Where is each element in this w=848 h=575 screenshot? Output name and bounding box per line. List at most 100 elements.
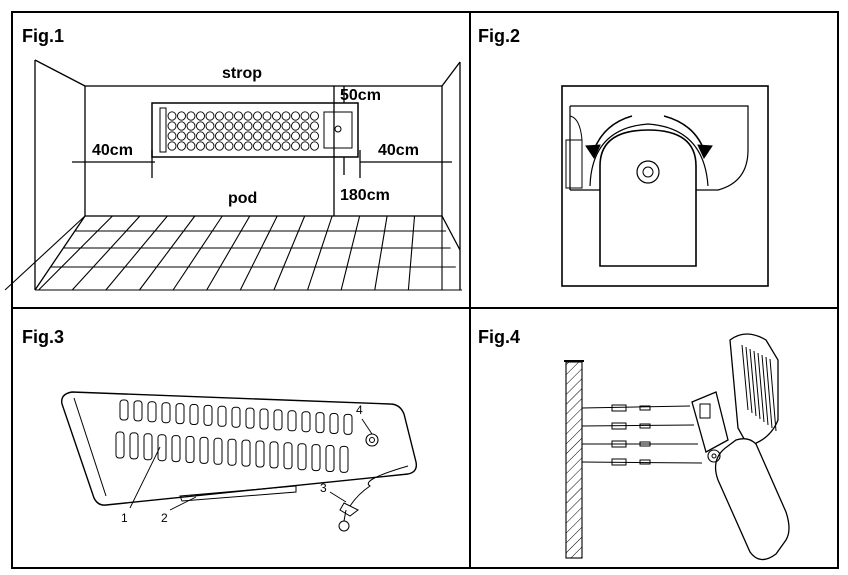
heater-grill-coil <box>243 141 253 151</box>
panel-borders <box>11 11 839 569</box>
heater-grill-coil <box>281 131 291 141</box>
fig1-room <box>34 59 461 291</box>
heater-grill-coil <box>262 121 272 131</box>
screw-head <box>639 405 651 411</box>
fig1-title: Fig.1 <box>22 26 64 46</box>
heater-slot-lower <box>241 439 251 467</box>
fig1-dim-left: 40cm <box>92 142 133 159</box>
heater-slot-upper <box>287 410 297 432</box>
fig1-floor-label: pod <box>228 190 257 207</box>
fig2-title: Fig.2 <box>478 26 520 46</box>
floor-tile-line <box>374 215 388 291</box>
heater-slot-upper <box>259 408 269 430</box>
heater-grill-coil <box>196 121 205 131</box>
heater-grill-coil <box>205 131 215 141</box>
fig4-wall-mounting <box>564 333 790 561</box>
heater-slot-lower <box>171 435 181 463</box>
heater-grill-coil <box>167 141 177 151</box>
heater-fin <box>741 344 749 411</box>
fig1-dim-right: 40cm <box>378 142 419 159</box>
fig3-callout-2: 2 <box>161 511 168 525</box>
heater-grill-coil <box>186 121 196 131</box>
heater-grill-coil <box>215 141 224 151</box>
heater-grill-coil <box>215 111 224 121</box>
heater-slot-upper <box>273 409 283 431</box>
heater-slot-upper <box>147 401 157 423</box>
heater-grill-coil <box>262 111 272 121</box>
heater-grill-coil <box>281 141 291 151</box>
heater-grill-coil <box>281 111 291 121</box>
heater-grill-coil <box>272 141 281 151</box>
heater-grill-coil <box>253 111 262 121</box>
floor-tile-line <box>172 215 223 291</box>
fig2-bracket-rotation <box>561 85 769 287</box>
heater-grill-coil <box>234 111 243 121</box>
heater-fin <box>753 350 761 420</box>
heater-grill-coil <box>234 121 243 131</box>
heater-grill-coil <box>300 141 310 151</box>
heater-fin <box>745 346 753 414</box>
heater-grill-coil <box>224 121 234 131</box>
heater-grill-coil <box>177 141 186 151</box>
fig1-dim-height: 180cm <box>340 187 390 204</box>
heater-grill-coil <box>253 131 262 141</box>
heater-grill-coil <box>177 131 186 141</box>
heater-grill-coil <box>310 141 319 151</box>
floor-tile-line <box>105 215 168 291</box>
heater-slot-lower <box>339 445 349 473</box>
heater-grill-coil <box>177 111 186 121</box>
heater-grill-coil <box>205 111 215 121</box>
heater-slot-upper <box>231 406 241 428</box>
wall-plug <box>611 458 627 466</box>
heater-slot-upper <box>175 403 185 425</box>
heater-slot-lower <box>157 434 167 462</box>
heater-grill-coil <box>186 131 196 141</box>
heater-slot-lower <box>185 436 195 463</box>
heater-grill-coil <box>291 111 300 121</box>
heater-grill-coil <box>300 111 310 121</box>
heater-grill-coil <box>272 121 281 131</box>
heater-grill-coil <box>186 141 196 151</box>
fig3-title: Fig.3 <box>22 327 64 347</box>
heater-grill-coil <box>253 121 262 131</box>
fig1-heater <box>151 102 359 158</box>
heater-slot-lower <box>115 431 125 459</box>
heater-slot-upper <box>315 412 325 434</box>
heater-grill-coil <box>186 111 196 121</box>
heater-slot-lower <box>213 437 223 465</box>
heater-grill-coil <box>310 111 319 121</box>
heater-grill-coil <box>281 121 291 131</box>
figure-3: Fig.3 4 1 2 3 <box>22 327 418 532</box>
heater-grill-coil <box>234 141 243 151</box>
heater-grill-coil <box>196 141 205 151</box>
heater-fin <box>749 348 757 417</box>
heater-grill-coil <box>262 141 272 151</box>
heater-grill-coil <box>167 111 177 121</box>
floor-tile-line <box>340 215 361 291</box>
heater-slot-upper <box>329 413 339 434</box>
heater-fin <box>757 352 765 423</box>
heater-grill-coil <box>243 131 253 141</box>
heater-slot-upper <box>161 402 171 424</box>
heater-grill-coil <box>167 121 177 131</box>
wall-plug <box>611 422 627 430</box>
floor-tile-line <box>239 215 278 291</box>
heater-grill-coil <box>205 121 215 131</box>
heater-grill-coil <box>291 141 300 151</box>
floor-tile-line <box>307 215 333 291</box>
heater-slot-lower <box>297 443 307 471</box>
heater-slot-lower <box>143 433 153 461</box>
heater-slot-upper <box>203 404 213 426</box>
heater-slot-upper <box>217 405 227 427</box>
mounting-screw-line <box>581 461 703 464</box>
screw-head <box>639 441 651 447</box>
heater-grill-coil <box>300 121 310 131</box>
heater-grill-coil <box>224 111 234 121</box>
fig1-dimension-lines <box>72 86 452 178</box>
heater-grill-coil <box>215 131 224 141</box>
heater-grill-coil <box>310 131 319 141</box>
mounting-screw-line <box>581 405 691 409</box>
heater-grill-coil <box>262 131 272 141</box>
fig3-callout-1: 1 <box>121 511 128 525</box>
